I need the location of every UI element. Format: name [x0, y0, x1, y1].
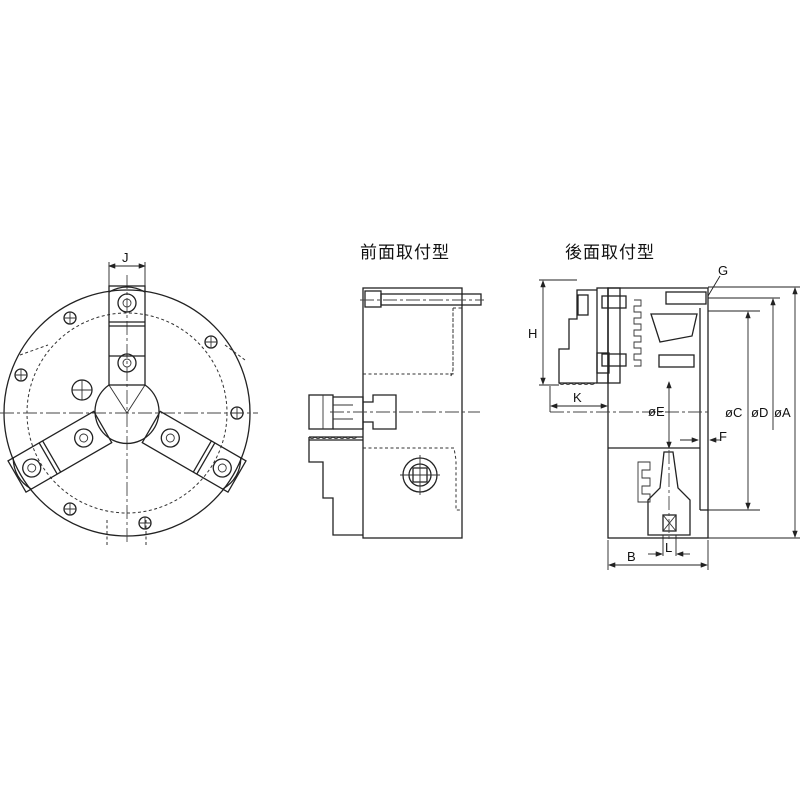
front-mount-title: 前面取付型	[360, 243, 450, 263]
jaw-top	[108, 285, 146, 386]
jaw-lower-right	[141, 410, 247, 493]
dim-label-H: H	[528, 326, 537, 341]
rear-mount-side-view: H K øE F øC øD øA G B	[528, 263, 800, 570]
dim-label-E: øE	[648, 404, 665, 419]
dim-label-B: B	[627, 549, 636, 564]
dim-label-C: øC	[725, 405, 742, 420]
front-mount-side-view	[308, 287, 484, 539]
dim-label-G: G	[718, 263, 728, 278]
jaw-lower-left	[7, 410, 113, 493]
dim-label-D: øD	[751, 405, 768, 420]
dim-label-A: øA	[774, 405, 791, 420]
dim-label-J: J	[122, 250, 129, 265]
dim-label-L: L	[665, 540, 672, 555]
dim-label-K: K	[573, 390, 582, 405]
dim-label-F: F	[719, 429, 727, 444]
front-face-view: J	[0, 250, 258, 545]
bolt-holes	[14, 311, 244, 530]
rear-mount-title: 後面取付型	[565, 243, 655, 263]
